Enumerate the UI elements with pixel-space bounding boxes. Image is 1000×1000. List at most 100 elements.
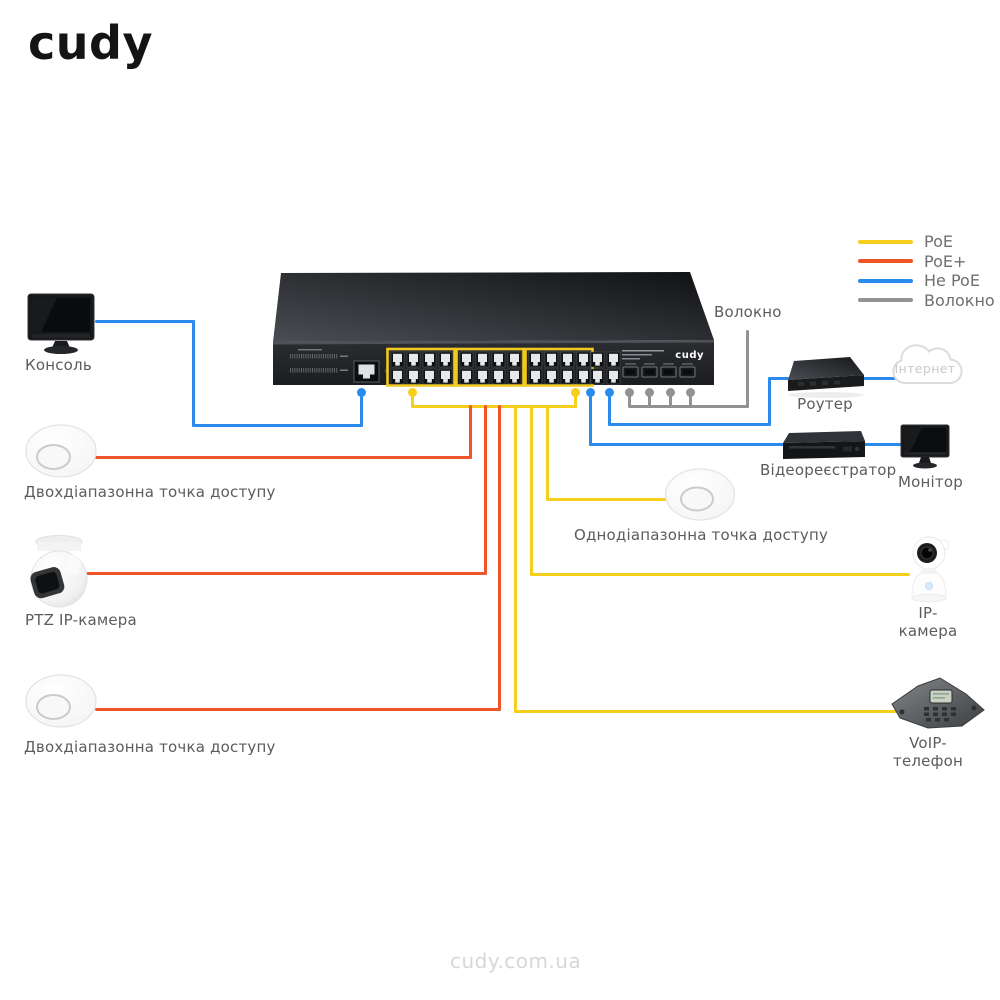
- ptz-ip-camera: [30, 535, 88, 608]
- camera-lens: [30, 567, 65, 599]
- poe-port-group: [455, 347, 525, 387]
- rj45-port: [606, 368, 621, 385]
- cable-poe-segment-16: [546, 498, 670, 501]
- rj45-port: [406, 368, 421, 385]
- cable-nonpoe-segment-9: [768, 377, 792, 380]
- cable-poe-segment-19: [514, 405, 517, 713]
- rj45-port: [491, 368, 506, 385]
- ip-camera: [911, 536, 950, 603]
- cable-nonpoe-segment-0: [95, 320, 195, 323]
- switch-front-edge: [273, 340, 714, 345]
- cable-fiber-segment-29: [669, 394, 672, 407]
- port-connector-dot-poe-4: [571, 387, 580, 397]
- rj45-port: [475, 351, 490, 368]
- cable-nonpoe-segment-10: [850, 377, 896, 380]
- cable-poe-segment-13: [411, 405, 577, 408]
- cable-poe-segment-18: [530, 573, 910, 576]
- sfp-ports: [622, 363, 696, 378]
- cable-poeplus-segment-21: [469, 405, 472, 459]
- cable-nonpoe-segment-1: [192, 320, 195, 427]
- rj45-port: [560, 368, 575, 385]
- switch-top-face: [273, 272, 714, 342]
- poe-port-group: [524, 347, 594, 387]
- cable-nonpoe-segment-5: [589, 443, 786, 446]
- cable-nonpoe-segment-4: [589, 394, 592, 446]
- port-connector-dot-nonpoe-1: [586, 387, 595, 397]
- legend-item-non-poe: Не PoE: [858, 271, 995, 291]
- label-video-recorder: Відеореєстратор: [760, 461, 897, 479]
- brand-logo: cudy: [28, 16, 153, 70]
- rj45-port: [459, 351, 474, 368]
- poe-port-groups: [386, 347, 594, 387]
- rj45-port: [438, 368, 453, 385]
- legend-item-poe: PoE: [858, 232, 995, 252]
- rj45-port: [459, 368, 474, 385]
- cable-poeplus-segment-26: [95, 708, 501, 711]
- dual-band-access-point-1: [25, 424, 97, 478]
- voip-phone: [891, 677, 985, 729]
- legend-label: Не PoE: [924, 271, 980, 291]
- rj45-port: [528, 351, 543, 368]
- model-info-text: [622, 350, 664, 360]
- console-monitor: [27, 293, 95, 354]
- phone-keypad: [899, 705, 977, 722]
- label-ptz-ip-camera: PTZ IP-камера: [25, 611, 137, 629]
- uplink-ports: [590, 351, 621, 385]
- switch-brand-logo: cudy: [675, 350, 704, 361]
- rj45-port: [528, 368, 543, 385]
- port-connector-dot-fiber-5: [625, 387, 634, 397]
- rj45-port: [590, 368, 605, 385]
- rj45-port: [491, 351, 506, 368]
- cable-poeplus-segment-24: [86, 572, 487, 575]
- port-connector-dot-poe-3: [408, 387, 417, 397]
- rj45-port: [422, 368, 437, 385]
- rj45-port: [507, 351, 522, 368]
- network-switch: cudy: [273, 272, 714, 387]
- rj45-port: [422, 351, 437, 368]
- rj45-port: [438, 351, 453, 368]
- poe-port-group: [386, 347, 456, 387]
- cable-nonpoe-segment-6: [608, 394, 611, 426]
- video-recorder: [783, 431, 865, 459]
- router: [788, 357, 864, 398]
- single-band-access-point: [664, 468, 736, 521]
- port-connector-dot-fiber-7: [666, 387, 675, 397]
- cable-nonpoe-segment-7: [608, 423, 771, 426]
- rj45-port: [560, 351, 575, 368]
- cable-nonpoe-segment-11: [858, 443, 906, 446]
- label-internet: Інтернет: [894, 361, 955, 376]
- rj45-port: [590, 351, 605, 368]
- port-connector-dot-nonpoe-2: [605, 387, 614, 397]
- cable-poeplus-segment-23: [484, 405, 487, 575]
- console-port: [353, 360, 380, 383]
- led-indicator-panel: [290, 349, 348, 373]
- cable-poeplus-segment-22: [95, 456, 472, 459]
- cable-poe-segment-17: [530, 405, 533, 576]
- cable-poe-segment-14: [574, 394, 577, 408]
- cable-nonpoe-segment-8: [768, 377, 771, 426]
- rj45-port: [406, 351, 421, 368]
- monitor: [900, 424, 950, 469]
- port-connector-dot-fiber-8: [686, 387, 695, 397]
- poe-plus-line-swatch: [858, 259, 913, 264]
- cable-nonpoe-segment-3: [360, 394, 363, 427]
- legend-item-fiber: Волокно: [858, 291, 995, 311]
- label-dual-band-ap-1: Двохдіапазонна точка доступу: [24, 483, 276, 501]
- cable-nonpoe-segment-2: [192, 424, 363, 427]
- cable-poe-segment-20: [514, 710, 904, 713]
- internet-cloud: Інтернет: [892, 344, 963, 385]
- rj45-port: [606, 351, 621, 368]
- cable-poe-segment-15: [546, 405, 549, 501]
- rj45-port: [544, 351, 559, 368]
- cable-fiber-segment-30: [689, 394, 692, 407]
- legend-label: Волокно: [924, 290, 995, 310]
- legend-label: PoE: [924, 232, 953, 252]
- legend-label: PoE+: [924, 251, 967, 271]
- rj45-port: [390, 351, 405, 368]
- port-connector-dot-fiber-6: [645, 387, 654, 397]
- poe-line-swatch: [858, 239, 913, 244]
- cable-poe-segment-12: [411, 394, 414, 408]
- dual-band-access-point-2: [25, 674, 97, 728]
- rj45-port: [390, 368, 405, 385]
